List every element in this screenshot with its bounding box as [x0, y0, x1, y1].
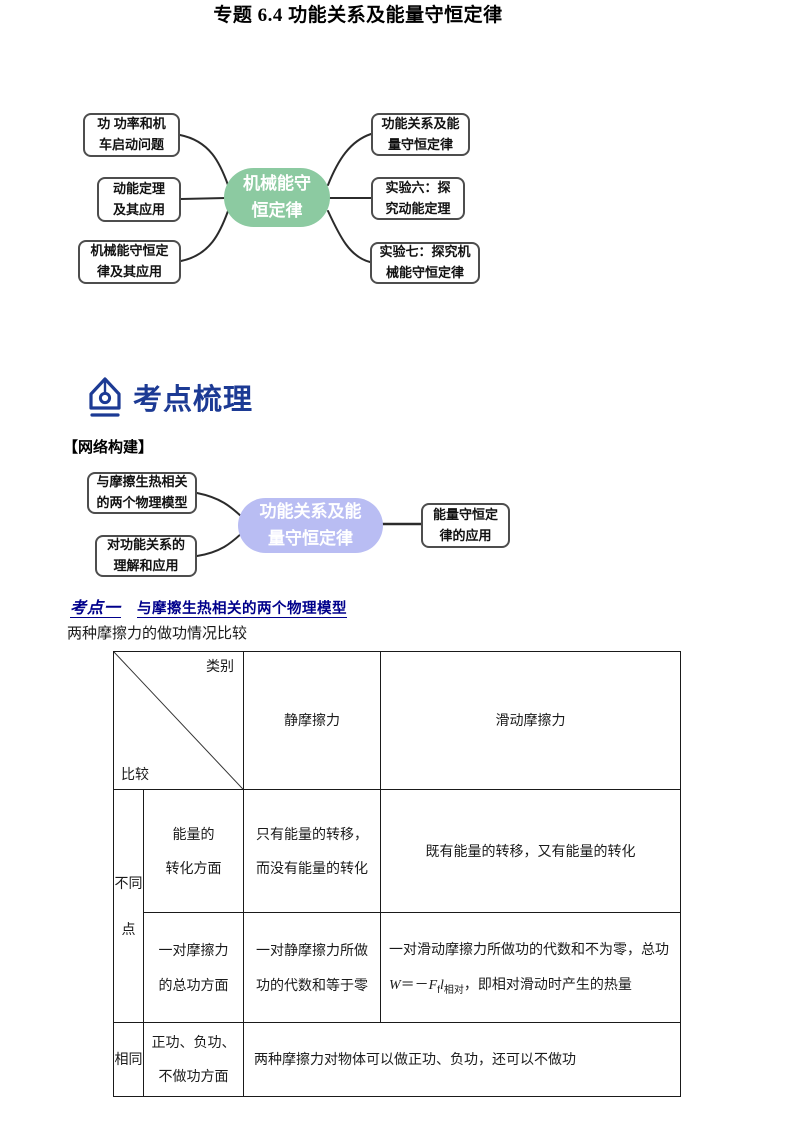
corner-header-cell: 类别 比较 — [113, 650, 244, 791]
mindmap-node: 功能关系及能 量守恒定律 — [371, 113, 470, 156]
mindmap-node: 对功能关系的 理解和应用 — [95, 535, 197, 577]
formula-var-F: F — [428, 977, 438, 993]
mindmap-center-node: 功能关系及能 量守恒定律 — [238, 498, 383, 553]
formula-text: ，即相对滑动时产生的热量 — [463, 975, 632, 992]
mindmap-work-energy: 与摩擦生热相关 的两个物理模型 对功能关系的 理解和应用 功能关系及能 量守恒定… — [60, 460, 520, 588]
formula-operator: ＝－ — [400, 975, 429, 992]
mindmap-center-node: 机械能守 恒定律 — [224, 168, 330, 227]
formula-sub-f: f — [437, 984, 441, 996]
section-header: 考点梳理 — [84, 374, 253, 420]
keypoint-1-header: 考点一 与摩擦生热相关的两个物理模型 — [70, 594, 347, 618]
page-title: 专题 6.4 功能关系及能量守恒定律 — [213, 5, 503, 26]
group-label-same: 相同 — [113, 1022, 144, 1097]
mindmap-node: 与摩擦生热相关 的两个物理模型 — [87, 472, 197, 514]
table-row: 相同 正功、负功、 不做功方面 两种摩擦力对物体可以做正功、负功，还可以不做功 — [113, 1022, 681, 1097]
corner-label-compare: 比较 — [121, 765, 149, 782]
mindmap-node: 能量守恒定 律的应用 — [421, 503, 510, 548]
column-header-sliding-friction: 滑动摩擦力 — [380, 650, 681, 791]
pen-nib-icon — [89, 377, 121, 417]
mindmap-node: 实验六：探 究动能定理 — [371, 177, 465, 220]
group-label-differences: 不同点 — [113, 789, 144, 1024]
both-frictions-cell: 两种摩擦力对物体可以做正功、负功，还可以不做功 — [243, 1022, 681, 1097]
keypoint-badge: 考点一 — [70, 600, 122, 617]
section-title: 考点梳理 — [133, 384, 254, 416]
sliding-friction-cell: 既有能量的转移，又有能量的转化 — [380, 789, 681, 914]
friction-comparison-table: 类别 比较 静摩擦力 滑动摩擦力 不同点 能量的 转化方面 只有能量的转移， 而… — [113, 650, 681, 1097]
formula-sub-relative: 相对 — [443, 984, 464, 996]
mindmap-node: 动能定理 及其应用 — [97, 177, 181, 222]
table-row: 一对摩擦力 的总功方面 一对静摩擦力所做 功的代数和等于零 一对滑动摩擦力所做功… — [114, 912, 681, 1024]
mindmap-mechanical-energy: 功 功率和机 车启动问题 动能定理 及其应用 机械能守恒定 律及其应用 机械能守… — [60, 105, 500, 305]
table-header-row: 类别 比较 静摩擦力 滑动摩擦力 — [113, 650, 681, 791]
static-friction-cell: 只有能量的转移， 而没有能量的转化 — [243, 789, 381, 914]
aspect-cell: 能量的 转化方面 — [143, 789, 244, 914]
diagonal-divider — [114, 652, 243, 789]
formula-text: 一对滑动摩擦力所做功的代数和不为零，总功 — [389, 941, 669, 958]
table-row: 不同点 能量的 转化方面 只有能量的转移， 而没有能量的转化 既有能量的转移，又… — [113, 789, 681, 1024]
mindmap-node: 实验七：探究机 械能守恒定律 — [370, 242, 480, 284]
mindmap-node: 功 功率和机 车启动问题 — [83, 113, 180, 157]
aspect-cell: 一对摩擦力 的总功方面 — [143, 912, 244, 1024]
sliding-friction-formula-cell: 一对滑动摩擦力所做功的代数和不为零，总功 W＝－Ffl相对，即相对滑动时产生的热… — [380, 912, 681, 1024]
mindmap-node: 机械能守恒定 律及其应用 — [78, 240, 181, 284]
network-construction-label: 【网络构建】 — [63, 439, 154, 456]
table-intro-text: 两种摩擦力的做功情况比较 — [67, 625, 248, 642]
aspect-cell: 正功、负功、 不做功方面 — [143, 1022, 244, 1097]
column-header-static-friction: 静摩擦力 — [243, 650, 381, 791]
formula-var-W: W — [389, 977, 401, 993]
keypoint-title: 与摩擦生热相关的两个物理模型 — [137, 601, 348, 617]
mindmap-connectors — [179, 133, 372, 263]
static-friction-cell: 一对静摩擦力所做 功的代数和等于零 — [243, 912, 381, 1024]
corner-label-category: 类别 — [206, 658, 234, 674]
formula-var-l: l — [440, 977, 444, 993]
